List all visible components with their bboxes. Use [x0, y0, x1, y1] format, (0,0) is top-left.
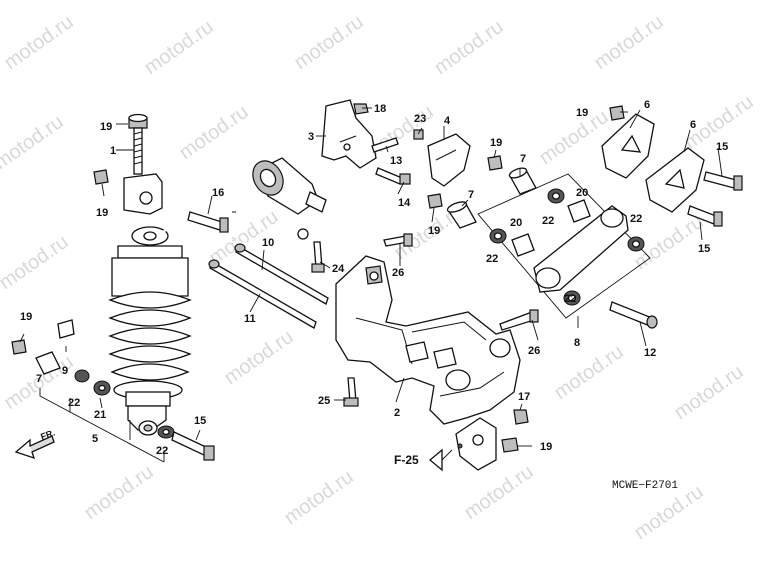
watermark-text: motod.ru: [220, 326, 297, 389]
center-collars: [427, 155, 537, 229]
watermark-text: motod.ru: [460, 461, 537, 524]
callout-label: 7: [520, 153, 526, 165]
preload-adjuster: [252, 157, 327, 240]
callout-label: 8: [574, 337, 580, 349]
watermark-text: motod.ru: [535, 106, 612, 169]
shock-mount-bracket: [321, 99, 411, 185]
callout-label: 19: [20, 311, 32, 323]
callout-label: 13: [390, 155, 402, 167]
callout-label: 21: [94, 409, 106, 421]
watermark-text: motod.ru: [175, 101, 252, 164]
link-plates: [601, 105, 743, 227]
callout-label: 12: [644, 347, 656, 359]
callout-label: 6: [690, 119, 696, 131]
watermark-text: motod.ru: [590, 11, 667, 74]
lower-mount-bracket: [455, 409, 529, 471]
callout-label: 4: [444, 115, 451, 127]
callout-label: 15: [194, 415, 206, 427]
watermark-text: motod.ru: [0, 111, 68, 174]
leader-lines: [19, 107, 723, 463]
callout-label: 22: [542, 215, 554, 227]
watermark-text: motod.ru: [0, 231, 73, 294]
callout-label: 3: [308, 131, 314, 143]
front-arrow-label: FR.: [39, 428, 56, 442]
callout-label: 18: [374, 103, 386, 115]
callout-label: 17: [518, 391, 530, 403]
watermark-text: motod.ru: [670, 361, 747, 424]
front-direction-arrow: FR.: [14, 428, 56, 460]
callout-label: 22: [68, 397, 80, 409]
watermark-text: motod.ru: [430, 16, 507, 79]
watermark-text: motod.ru: [550, 341, 627, 404]
callout-label: 7: [36, 373, 42, 385]
callout-labels: 1 2 3 4 5 6 6 7 7 7 8 9 10 11 12 13 14 1…: [20, 99, 728, 457]
reference-pointer: F-25: [394, 448, 453, 472]
callout-label: 23: [414, 113, 426, 125]
suspension-link-assembly: [477, 173, 651, 319]
callout-label: 19: [100, 121, 112, 133]
shock-lower-hardware: [11, 169, 215, 461]
callout-label: 6: [644, 99, 650, 111]
callout-label: 19: [428, 225, 440, 237]
callout-label: 2: [394, 407, 400, 419]
callout-label: 25: [318, 395, 330, 407]
callout-label: 22: [564, 293, 576, 305]
watermark-text: motod.ru: [290, 11, 367, 74]
callout-label: 16: [212, 187, 224, 199]
callout-label: 20: [576, 187, 588, 199]
rear-shock-absorber: [108, 113, 301, 436]
watermark-text: motod.ru: [140, 16, 217, 79]
cover-plate: [413, 129, 471, 187]
callout-label: 19: [96, 207, 108, 219]
callout-label: 19: [576, 107, 588, 119]
callout-label: 14: [398, 197, 411, 209]
callout-label: 1: [110, 145, 116, 157]
callout-label: 9: [62, 365, 68, 377]
callout-label: 22: [630, 213, 642, 225]
callout-label: 5: [92, 433, 98, 445]
callout-label: 26: [528, 345, 540, 357]
long-bolts: [187, 211, 658, 331]
callout-label: 20: [510, 217, 522, 229]
callout-label: 15: [698, 243, 710, 255]
callout-label: 19: [490, 137, 502, 149]
callout-label: 19: [540, 441, 552, 453]
watermark-text: motod.ru: [0, 11, 77, 74]
drawing-code: MCWE−F2701: [612, 480, 678, 492]
reference-label: F-25: [394, 453, 419, 467]
callout-label: 26: [392, 267, 404, 279]
callout-label: 11: [244, 313, 256, 325]
pivot-frame-bracket: [335, 255, 521, 425]
callout-label: 15: [716, 141, 728, 153]
callout-label: 10: [262, 237, 274, 249]
callout-label: 22: [156, 445, 168, 457]
callout-label: 22: [486, 253, 498, 265]
callout-label: 24: [332, 263, 345, 275]
watermark-text: motod.ru: [80, 461, 157, 524]
watermark-text: motod.ru: [280, 466, 357, 529]
callout-label: 7: [468, 189, 474, 201]
